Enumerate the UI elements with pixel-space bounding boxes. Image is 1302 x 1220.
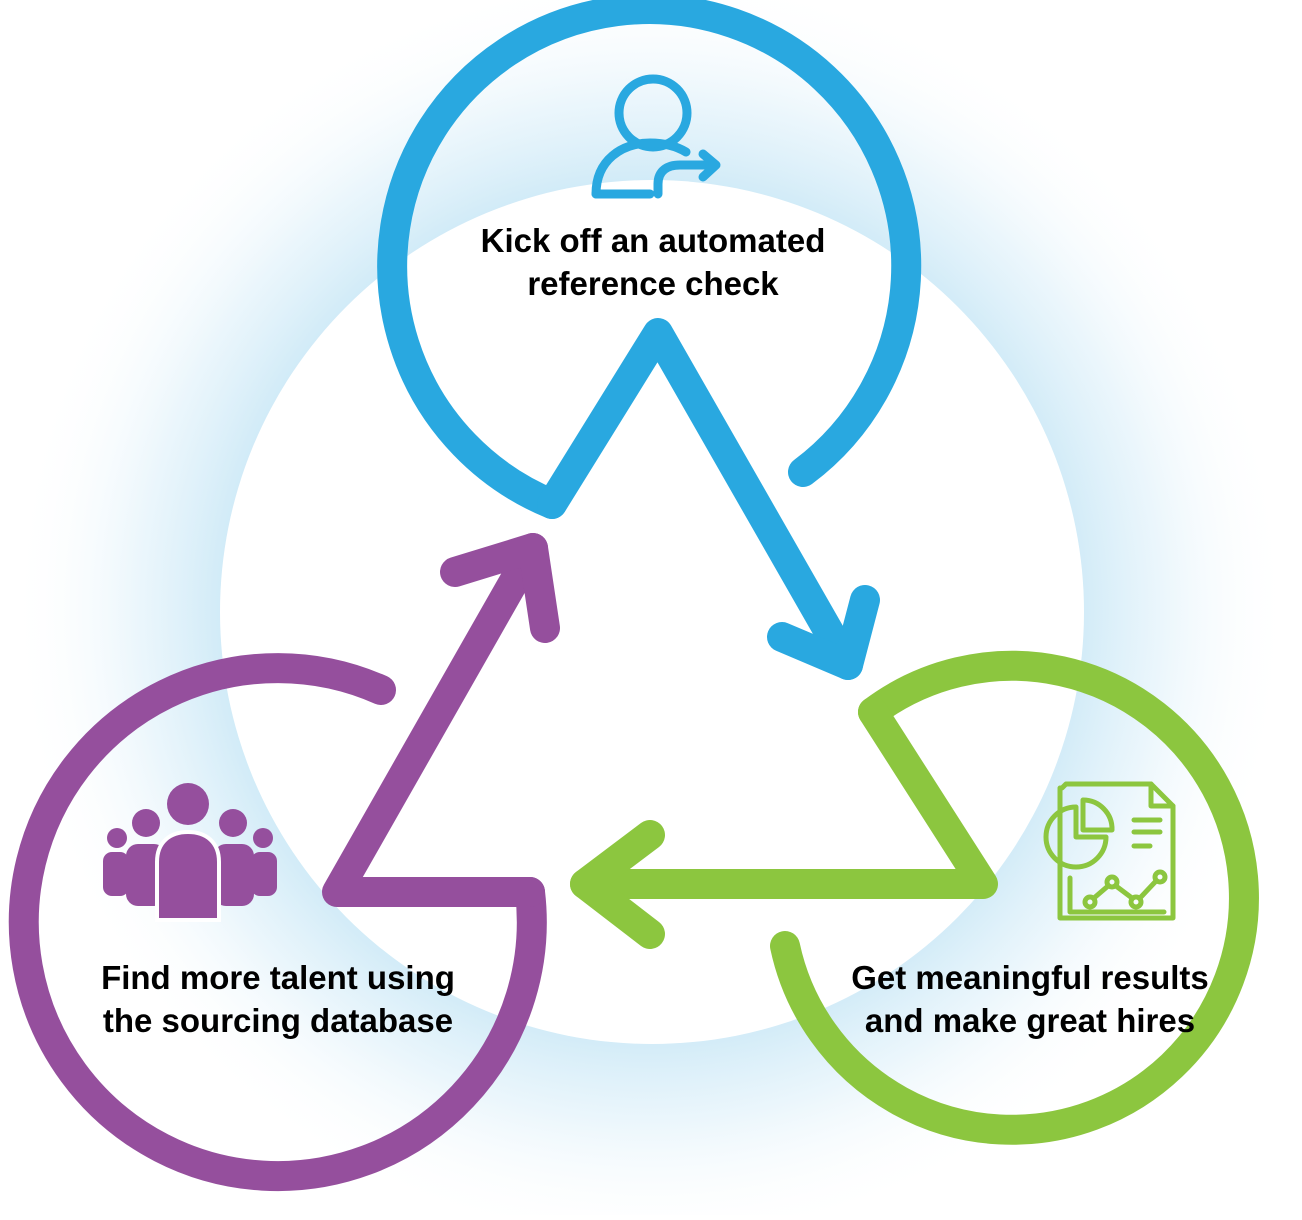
step-sourcing-shape bbox=[8, 533, 560, 1192]
blue-arrow-head bbox=[767, 585, 880, 680]
step-results-shape bbox=[570, 650, 1259, 1145]
green-arrow-head bbox=[570, 820, 665, 949]
people-group-icon bbox=[103, 783, 277, 922]
user-forward-icon bbox=[591, 74, 721, 199]
purple-circle-arc bbox=[8, 653, 547, 1192]
step-results-line1: Get meaningful results bbox=[851, 959, 1209, 996]
step-reference-check-line1: Kick off an automated bbox=[480, 222, 826, 259]
green-arrow-line bbox=[570, 697, 998, 899]
background-disc bbox=[220, 180, 1084, 1044]
step-results-label: Get meaningful results and make great hi… bbox=[780, 956, 1280, 1042]
blue-arrow-line bbox=[537, 318, 863, 680]
step-sourcing-label: Find more talent using the sourcing data… bbox=[28, 956, 528, 1042]
step-sourcing-line1: Find more talent using bbox=[101, 959, 455, 996]
step-sourcing-line2: the sourcing database bbox=[102, 1002, 454, 1039]
blue-circle-arc bbox=[377, 0, 922, 519]
purple-arrow-head bbox=[440, 533, 560, 643]
purple-arrow-line bbox=[322, 533, 548, 907]
step-reference-check-shape bbox=[377, 0, 922, 680]
report-chart-icon bbox=[1043, 781, 1176, 921]
step-reference-check-label: Kick off an automated reference check bbox=[403, 219, 903, 305]
step-results-line2: and make great hires bbox=[864, 1002, 1196, 1039]
step-reference-check-line2: reference check bbox=[527, 265, 779, 302]
green-circle-arc bbox=[770, 650, 1259, 1145]
